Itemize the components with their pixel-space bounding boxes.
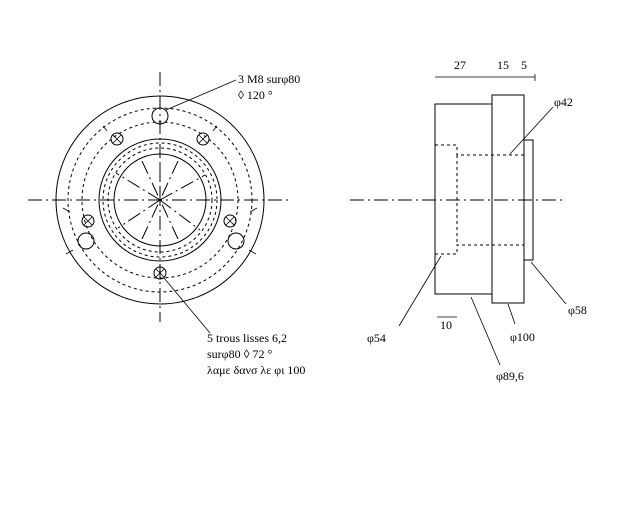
- bolt-pitch-circle: [81, 121, 239, 279]
- smooth-hole-top-left: [110, 132, 124, 146]
- radial-line: [159, 174, 206, 201]
- hole-centerline-tick: [62, 207, 71, 213]
- radial-line: [115, 172, 161, 201]
- smooth-hole-right: [223, 214, 237, 228]
- ring-phi54: [102, 142, 218, 258]
- hole-centerline-tick: [248, 249, 257, 255]
- note-m8-line2: ◊ 120 °: [238, 88, 273, 102]
- dim-phi89-6: φ89,6: [496, 369, 524, 383]
- hole-centerline-tick: [65, 249, 74, 255]
- ring-inner-dashed: [107, 147, 213, 253]
- radial-line: [117, 199, 161, 229]
- hole-centerline-tick: [212, 125, 218, 132]
- leader-phi42: [509, 106, 554, 155]
- leader-phi89-6: [470, 296, 501, 366]
- dim-5: 5: [521, 58, 527, 72]
- note-m8-line1: 3 M8 surφ80: [238, 72, 300, 86]
- ring-phi58: [98, 138, 222, 262]
- smooth-hole-bottom: [153, 266, 167, 280]
- leader-phi58: [530, 261, 567, 305]
- spigot: [523, 139, 534, 261]
- side-view: [350, 94, 562, 304]
- radial-line: [159, 199, 201, 231]
- hole-centerline-tick: [102, 125, 108, 132]
- dim-27: 27: [454, 58, 466, 72]
- dim-10: 10: [440, 318, 452, 332]
- leader-phi54: [398, 255, 442, 327]
- hub-body: [434, 103, 493, 295]
- dim-phi58: φ58: [568, 303, 587, 317]
- outer-circle-phi100: [55, 95, 265, 305]
- radial-line: [141, 160, 179, 240]
- dim-phi100: φ100: [510, 330, 535, 344]
- dim-phi54: φ54: [367, 331, 386, 345]
- dim-15: 15: [497, 58, 509, 72]
- dim-phi42: φ42: [554, 95, 573, 109]
- hidden-counterbore: [435, 144, 524, 255]
- smooth-hole-top-right: [196, 132, 210, 146]
- flange: [491, 94, 525, 304]
- smooth-hole-left: [81, 214, 95, 228]
- m8-hole-lower-left: [77, 232, 95, 250]
- leader-smooth-holes-note: [163, 277, 211, 334]
- m8-hole-lower-right: [227, 232, 245, 250]
- front-view: [28, 72, 290, 322]
- hole-centerline-tick: [249, 207, 258, 213]
- note-holes-line1: 5 trous lisses 6,2: [207, 331, 287, 345]
- leader-m8-note: [165, 79, 237, 111]
- note-holes-line3: λαμε δανσ λε φι 100: [207, 363, 305, 377]
- note-holes-line2: surφ80 ◊ 72 °: [207, 347, 273, 361]
- leader-phi100: [507, 303, 516, 325]
- m8-hole-top: [151, 107, 169, 125]
- bore-phi42: [113, 153, 207, 247]
